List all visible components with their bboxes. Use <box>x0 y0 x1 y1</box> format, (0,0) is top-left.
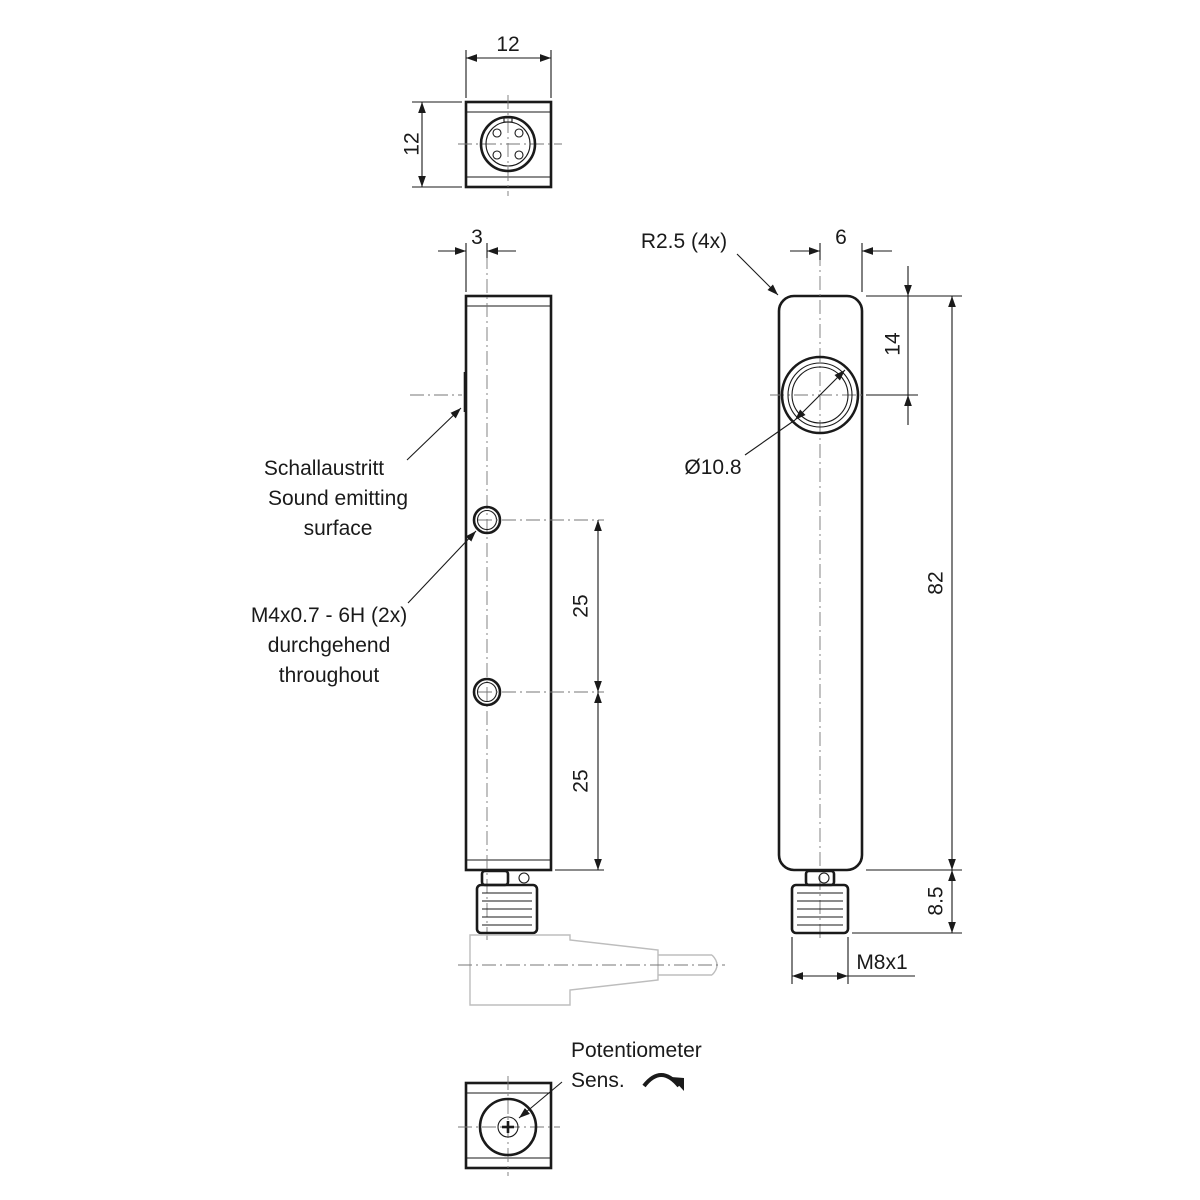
potentiometer-icon <box>478 1097 538 1157</box>
svg-text:throughout: throughout <box>279 664 380 687</box>
svg-text:Sound emitting: Sound emitting <box>268 487 408 510</box>
cable-plug-outline <box>469 934 659 1006</box>
connector-nut <box>790 883 850 935</box>
svg-text:M4x0.7 - 6H (2x): M4x0.7 - 6H (2x) <box>251 604 407 627</box>
hole-distance-dimension: 14 <box>882 332 905 356</box>
thread-spec-label: M4x0.7 - 6H (2x) durchgehend throughout <box>251 604 407 687</box>
bottom-view <box>458 1073 684 1176</box>
connector-length-dimension: 8.5 <box>925 886 948 915</box>
svg-text:Schallaustritt: Schallaustritt <box>264 457 384 480</box>
sensitivity-label: Sens. <box>571 1069 625 1092</box>
connector-pin <box>514 150 524 160</box>
total-length-dimension: 82 <box>925 571 948 594</box>
svg-text:surface: surface <box>304 517 373 540</box>
mounting-hole <box>472 505 502 535</box>
side-view: 25 25 3 <box>406 226 725 1006</box>
top-width-dimension: 12 <box>496 33 519 56</box>
front-view: Ø10.8 R2.5 (4x) 6 14 82 8.5 <box>641 226 962 984</box>
top-height-dimension: 12 <box>401 132 424 155</box>
side-offset-dimension: 3 <box>471 226 483 249</box>
radius-dimension: R2.5 (4x) <box>641 230 727 253</box>
connector-pin <box>492 150 502 160</box>
connector-pin <box>492 128 502 138</box>
mounting-hole <box>472 677 502 707</box>
hole-spacing-dimension: 25 <box>570 769 593 792</box>
connector-outer-ring <box>479 115 537 173</box>
rotation-arrow-icon <box>642 1073 681 1088</box>
hole-spacing-dimension: 25 <box>570 594 593 617</box>
sound-emitting-label: Schallaustritt Sound emitting surface <box>264 457 408 540</box>
top-view: 12 12 <box>401 33 562 196</box>
connector-pin <box>514 128 524 138</box>
diameter-dimension: Ø10.8 <box>684 456 741 479</box>
connector-nut <box>475 883 539 935</box>
thread-dimension: M8x1 <box>856 951 907 974</box>
svg-text:durchgehend: durchgehend <box>268 634 391 657</box>
transducer-face <box>780 355 860 435</box>
front-width-dimension: 6 <box>835 226 847 249</box>
potentiometer-label: Potentiometer <box>571 1039 702 1062</box>
